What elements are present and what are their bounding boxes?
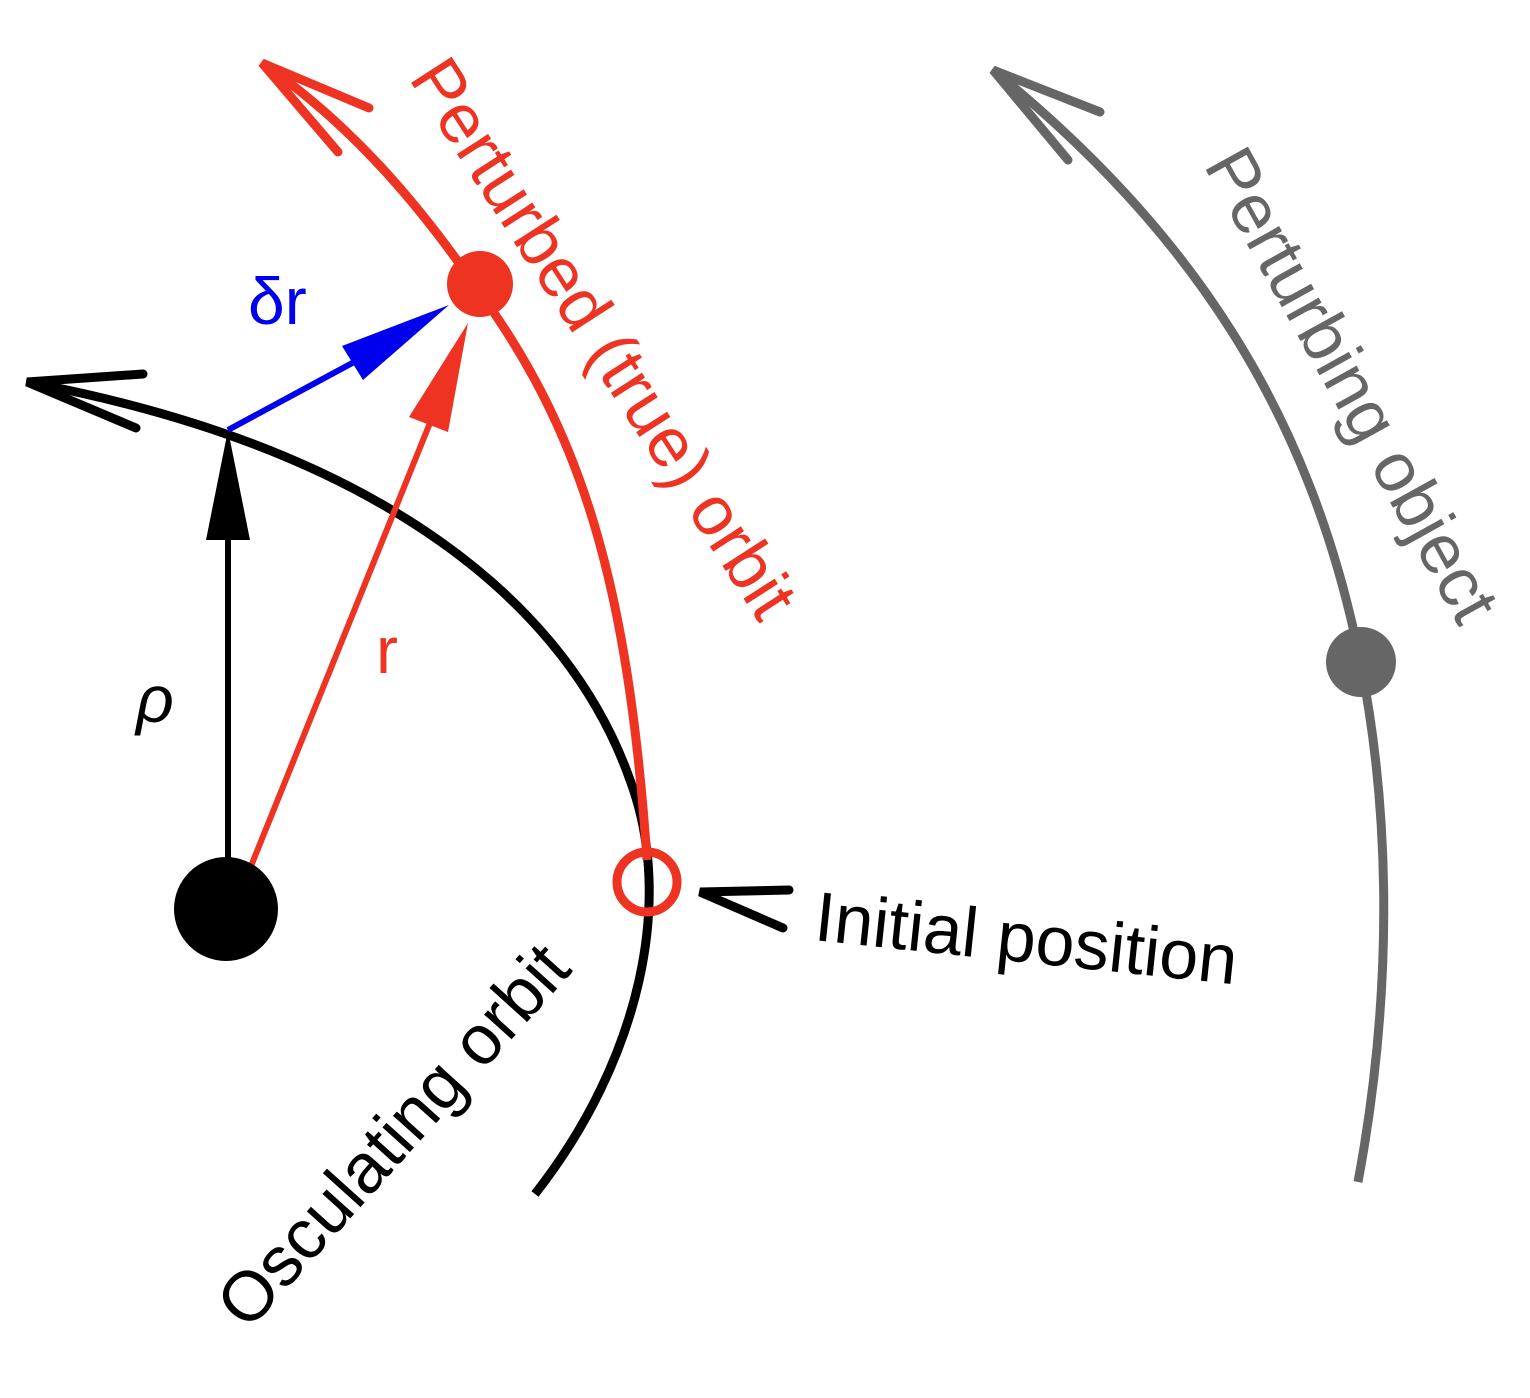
osculating-orbit bbox=[26, 377, 654, 1197]
osculating-orbit-label: Osculating orbit bbox=[201, 928, 584, 1342]
perturbing-object-label: Perturbing object bbox=[1190, 134, 1515, 635]
perturbed-orbit bbox=[259, 59, 652, 861]
delta-r-label: δr bbox=[248, 264, 307, 338]
perturbing-orbit-arrowhead bbox=[989, 65, 1105, 165]
perturbing-object-body bbox=[1326, 627, 1396, 697]
initial-position-label: Initial position bbox=[811, 877, 1241, 999]
osculating-orbit-arrowhead bbox=[25, 369, 148, 433]
rho-label: ρ bbox=[134, 662, 174, 736]
r-label: r bbox=[376, 613, 398, 687]
perturbing-object-orbit bbox=[990, 66, 1389, 1183]
initial-position-pointer bbox=[698, 885, 794, 933]
initial-position-marker bbox=[612, 847, 682, 917]
central-body bbox=[174, 857, 278, 961]
r-vector-arrowhead bbox=[409, 323, 468, 432]
delta-r-vector-arrowhead bbox=[342, 305, 449, 380]
perturbed-body bbox=[447, 251, 513, 317]
perturbed-orbit-arrowhead bbox=[258, 58, 374, 157]
delta-r-vector-line bbox=[226, 358, 358, 433]
r-vector-line bbox=[248, 406, 439, 868]
rho-vector-arrowhead bbox=[206, 430, 250, 540]
